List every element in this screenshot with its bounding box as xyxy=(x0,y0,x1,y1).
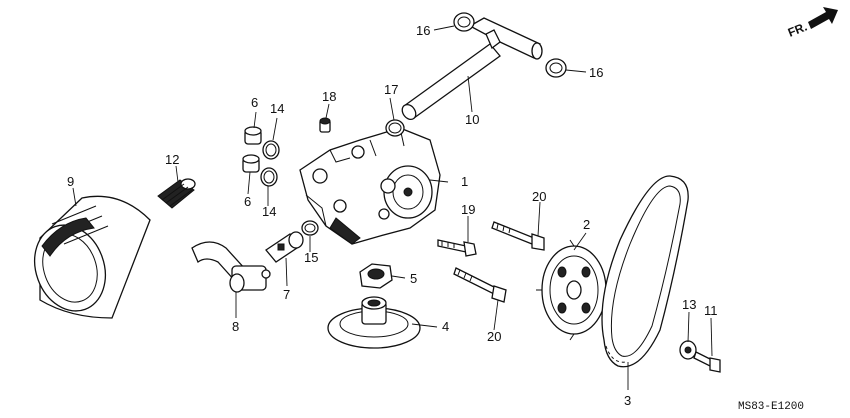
callout-8: 8 xyxy=(232,319,239,334)
o-ring-17 xyxy=(385,119,405,137)
diagram-code: MS83-E1200 xyxy=(738,401,804,413)
callout-19: 19 xyxy=(461,202,475,217)
o-ring-15 xyxy=(301,220,319,236)
callout-18: 18 xyxy=(322,89,336,104)
callout-16-right: 16 xyxy=(589,65,603,80)
callout-20-lower: 20 xyxy=(487,329,501,344)
callout-7: 7 xyxy=(283,287,290,302)
o-rings-16 xyxy=(453,12,567,78)
callout-5: 5 xyxy=(410,271,417,286)
callout-6-lower: 6 xyxy=(244,194,251,209)
callout-13: 13 xyxy=(682,297,696,312)
bolt-19 xyxy=(437,239,477,257)
callout-14-lower: 14 xyxy=(262,204,276,219)
oil-pump-sprocket xyxy=(536,239,612,341)
callout-9: 9 xyxy=(67,174,74,189)
callout-10: 10 xyxy=(465,112,479,127)
callout-15: 15 xyxy=(304,250,318,265)
oil-pump-chain xyxy=(601,175,689,368)
collar xyxy=(265,231,304,263)
oil-pipe xyxy=(401,17,543,121)
washer-13 xyxy=(679,340,697,360)
callout-12: 12 xyxy=(165,152,179,167)
sprocket-nut xyxy=(359,263,393,289)
callout-6-upper: 6 xyxy=(251,95,258,110)
dowel-pins xyxy=(242,126,262,173)
callout-3: 3 xyxy=(624,393,631,408)
callout-17: 17 xyxy=(384,82,398,97)
callout-numbers: 1 2 3 4 5 6 6 7 8 9 10 11 12 13 14 14 15… xyxy=(67,23,718,408)
bolt-20-lower xyxy=(453,267,507,303)
callout-14-upper: 14 xyxy=(270,101,284,116)
callout-16-left: 16 xyxy=(416,23,430,38)
bolt-20-upper xyxy=(491,221,545,251)
front-direction-arrow: FR. xyxy=(786,7,838,40)
o-rings-14 xyxy=(260,140,280,187)
oil-filter-nipple xyxy=(157,178,196,209)
oil-strainer-pipe xyxy=(191,241,271,293)
oil-pump xyxy=(299,127,441,245)
callout-11: 11 xyxy=(704,303,718,318)
callout-20-upper: 20 xyxy=(532,189,546,204)
callout-2: 2 xyxy=(583,217,590,232)
oil-pump-drive-collar xyxy=(327,296,421,349)
dowel-18 xyxy=(319,117,331,133)
callout-1: 1 xyxy=(461,174,468,189)
oil-filter xyxy=(34,195,151,319)
leader-lines xyxy=(72,25,713,390)
callout-4: 4 xyxy=(442,319,449,334)
direction-label: FR. xyxy=(786,20,809,40)
bolt-11 xyxy=(693,351,721,373)
